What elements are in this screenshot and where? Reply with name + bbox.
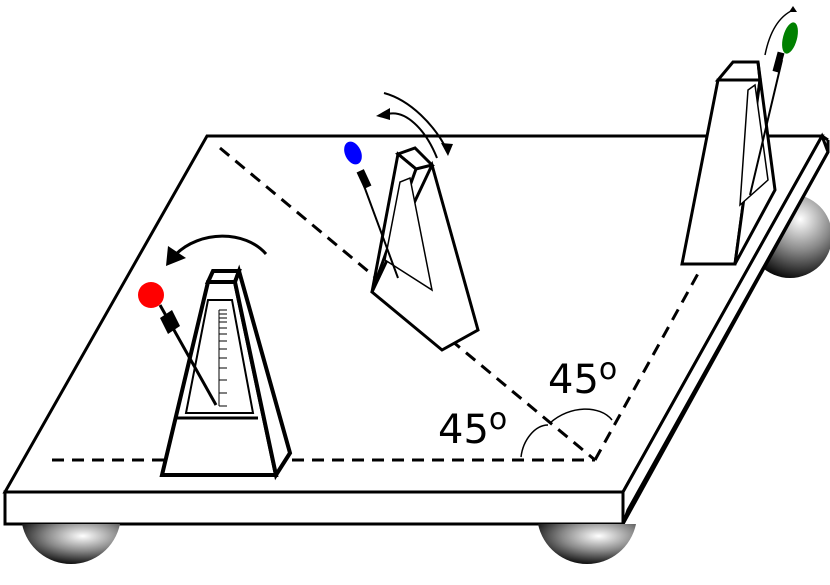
angle-arc-right bbox=[549, 408, 613, 424]
pendulum-rod bbox=[749, 59, 783, 196]
pendulum-bob-blue bbox=[344, 141, 362, 165]
roller-front-right bbox=[538, 524, 636, 565]
metronome-back bbox=[680, 6, 798, 266]
angle-arc-left bbox=[520, 424, 549, 458]
pendulum-bob-green bbox=[782, 22, 798, 54]
angle-label-right: 45o bbox=[548, 352, 618, 403]
angle-arcs bbox=[520, 408, 613, 458]
scale-ticks bbox=[219, 309, 227, 407]
metronome-middle bbox=[344, 92, 480, 352]
platform-front-face bbox=[3, 490, 625, 526]
swing-arrow-left bbox=[173, 234, 268, 257]
side-dashed bbox=[593, 269, 702, 461]
roller-front-left bbox=[22, 524, 120, 565]
metronome-front bbox=[138, 234, 293, 481]
pendulum-bob-red bbox=[138, 282, 164, 308]
angle-label-left: 45o bbox=[438, 402, 508, 453]
swing-arrow-left bbox=[387, 112, 438, 159]
pendulum-rod bbox=[359, 174, 399, 279]
